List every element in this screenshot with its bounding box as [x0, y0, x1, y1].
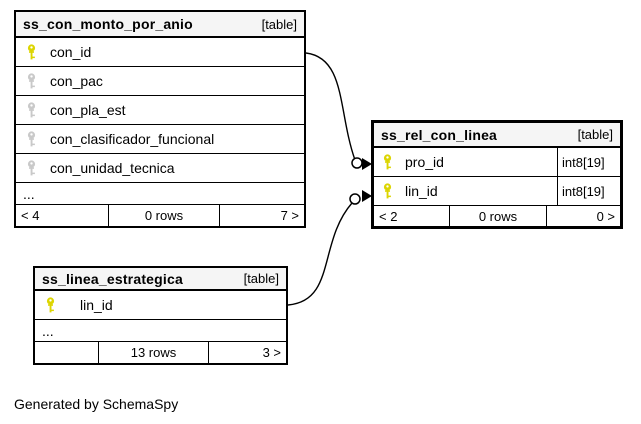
column-name: con_unidad_tecnica: [50, 160, 175, 176]
key-icon: [27, 160, 36, 176]
key-icon: [27, 102, 36, 118]
column-row-lin-id: lin_id int8[19]: [374, 177, 620, 206]
column-name: con_pla_est: [50, 102, 126, 118]
footer-row-count: 0 rows: [450, 206, 547, 226]
column-name: con_pac: [50, 73, 103, 89]
table-name[interactable]: ss_rel_con_linea: [381, 126, 498, 143]
table-tag: [table]: [243, 271, 279, 286]
relationship-line-con-id-to-pro-id: [305, 52, 356, 161]
primary-key-icon: [27, 44, 36, 60]
key-icon: [27, 131, 36, 147]
table-tag: [table]: [577, 127, 613, 142]
table-footer: < 2 0 rows 0 >: [374, 206, 620, 226]
table-name[interactable]: ss_linea_estrategica: [42, 270, 183, 287]
table-header[interactable]: ss_rel_con_linea [table]: [374, 123, 620, 148]
column-row-lin-id: lin_id: [35, 291, 286, 320]
column-row-pro-id: pro_id int8[19]: [374, 148, 620, 177]
hidden-columns-ellipsis: ...: [16, 183, 304, 205]
table-ss-rel-con-linea[interactable]: ss_rel_con_linea [table] pro_id int8[19]…: [371, 120, 623, 229]
table-ss-con-monto-por-anio[interactable]: ss_con_monto_por_anio [table] con_id con…: [14, 10, 306, 228]
table-footer: 13 rows 3 >: [35, 342, 286, 363]
footer-children-count: 7 >: [280, 208, 299, 223]
column-name: con_clasificador_funcional: [50, 131, 215, 147]
primary-key-icon: [383, 183, 392, 199]
table-header[interactable]: ss_con_monto_por_anio [table]: [16, 12, 304, 38]
footer-parents-count: < 4: [16, 205, 109, 226]
relationship-odot-icon: [351, 157, 363, 169]
column-type: int8[19]: [557, 148, 620, 176]
footer-parents-count: [35, 342, 99, 363]
column-row-con-unidad-tecnica: con_unidad_tecnica: [16, 154, 304, 183]
column-row-con-clasificador-funcional: con_clasificador_funcional: [16, 125, 304, 154]
column-type: int8[19]: [557, 177, 620, 205]
footer-row-count: 13 rows: [99, 342, 209, 363]
primary-key-icon: [46, 297, 55, 313]
column-name: con_id: [50, 44, 92, 60]
column-name: lin_id: [80, 297, 113, 313]
column-row-con-id: con_id: [16, 38, 304, 67]
column-name: lin_id: [405, 183, 438, 199]
column-row-con-pac: con_pac: [16, 67, 304, 96]
column-row-con-pla-est: con_pla_est: [16, 96, 304, 125]
column-name: pro_id: [405, 154, 444, 170]
table-footer: < 4 0 rows 7 >: [16, 205, 304, 226]
footer-parents-count: < 2: [374, 206, 450, 226]
table-tag: [table]: [261, 16, 297, 32]
footer-children-count: 3 >: [262, 345, 281, 360]
hidden-columns-ellipsis: ...: [35, 320, 286, 342]
relationship-odot-icon: [349, 193, 361, 205]
table-name[interactable]: ss_con_monto_por_anio: [23, 16, 193, 32]
footer-row-count: 0 rows: [109, 205, 220, 226]
key-icon: [27, 73, 36, 89]
footer-children-count: 0 >: [596, 208, 615, 224]
generated-by-note: Generated by SchemaSpy: [14, 396, 179, 412]
table-ss-linea-estrategica[interactable]: ss_linea_estrategica [table] lin_id ... …: [33, 266, 288, 365]
primary-key-icon: [383, 154, 392, 170]
table-header[interactable]: ss_linea_estrategica [table]: [35, 268, 286, 291]
